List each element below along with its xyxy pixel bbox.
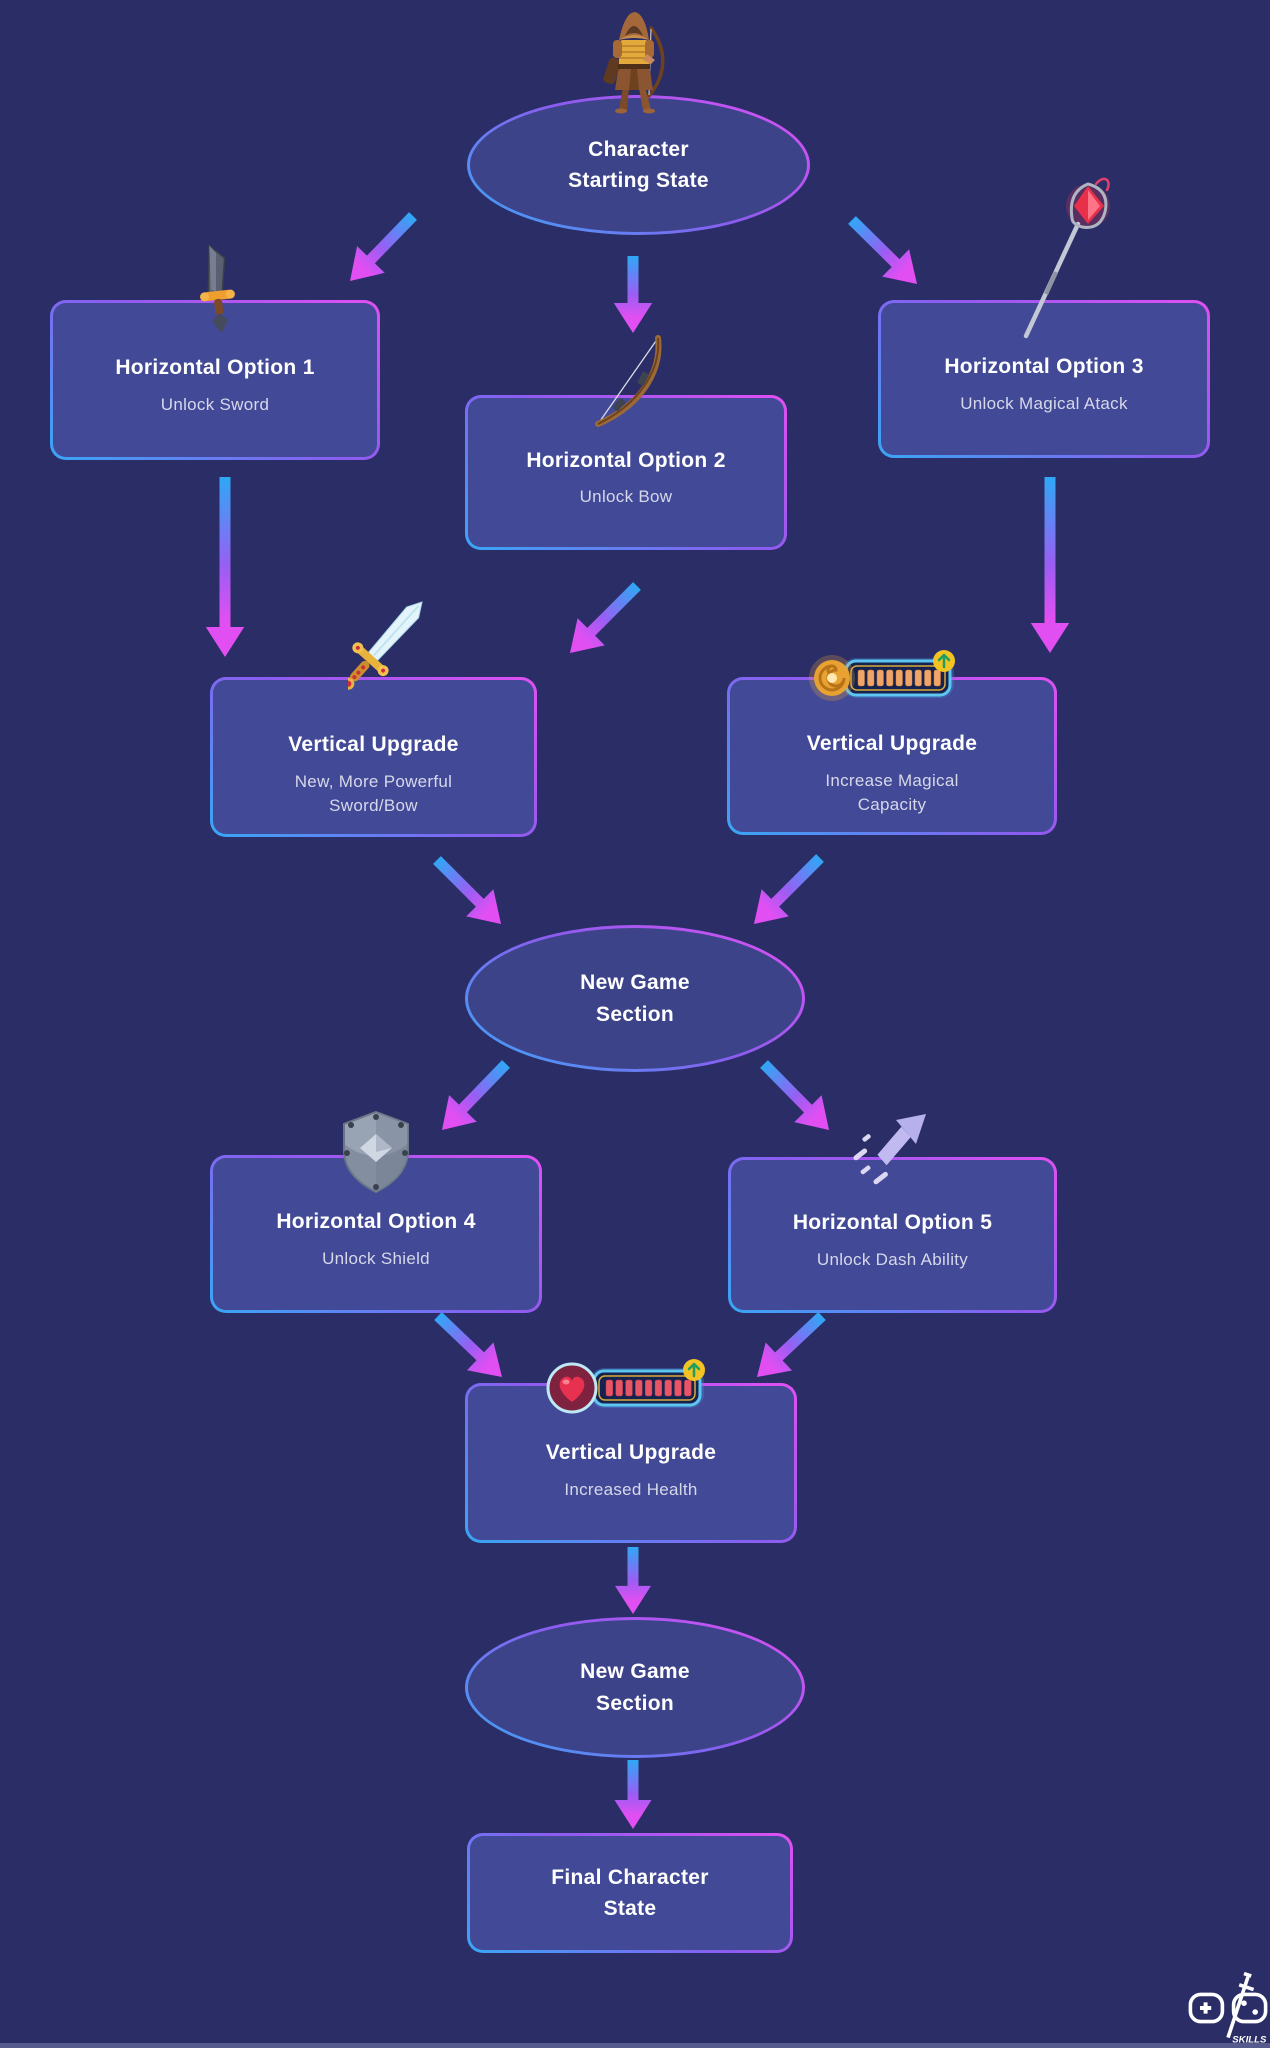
node-title: Horizontal Option 3	[944, 355, 1144, 379]
node-subtitle: Unlock Magical Atack	[960, 393, 1128, 413]
node-title: New Game Section	[580, 1660, 690, 1715]
node-subtitle: Unlock Bow	[579, 487, 673, 507]
node-horizontal-option-3: Horizontal Option 3 Unlock Magical Atack	[878, 300, 1210, 458]
node-title: Horizontal Option 5	[792, 1211, 993, 1235]
node-vertical-upgrade-magic: Vertical Upgrade Increase Magical Capaci…	[727, 677, 1057, 835]
node-horizontal-option-1: Horizontal Option 1 Unlock Sword	[50, 300, 380, 460]
node-subtitle: New, More Powerful Sword/Bow	[294, 771, 453, 816]
node-vertical-upgrade-health: Vertical Upgrade Increased Health	[465, 1383, 797, 1543]
node-subtitle: Unlock Shield	[322, 1248, 430, 1268]
node-title: Character Starting State	[568, 137, 709, 193]
node-subtitle: Increased Health	[564, 1479, 698, 1499]
node-horizontal-option-4: Horizontal Option 4 Unlock Shield	[210, 1155, 542, 1313]
node-title: Vertical Upgrade	[288, 733, 459, 757]
node-title: Final Character State	[551, 1865, 709, 1921]
node-subtitle: Increase Magical Capacity	[825, 770, 959, 815]
bottom-strip	[0, 2043, 1270, 2048]
node-title: Horizontal Option 1	[115, 356, 315, 380]
node-horizontal-option-2: Horizontal Option 2 Unlock Bow	[465, 395, 787, 550]
node-character-starting-state: Character Starting State	[467, 95, 810, 235]
node-new-game-section-2: New Game Section	[465, 1617, 805, 1758]
node-title: Horizontal Option 4	[276, 1210, 476, 1234]
node-title: Horizontal Option 2	[526, 448, 726, 472]
node-new-game-section-1: New Game Section	[465, 925, 805, 1072]
node-subtitle: Unlock Sword	[160, 394, 270, 414]
node-final-character-state: Final Character State	[467, 1833, 793, 1953]
node-vertical-upgrade-weapon: Vertical Upgrade New, More Powerful Swor…	[210, 677, 537, 837]
gd-skills-logo: SKILLS	[1188, 1972, 1268, 2044]
node-title: Vertical Upgrade	[545, 1441, 717, 1465]
node-subtitle: Unlock Dash Ability	[816, 1249, 969, 1269]
node-title: New Game Section	[580, 971, 690, 1026]
node-horizontal-option-5: Horizontal Option 5 Unlock Dash Ability	[728, 1157, 1057, 1313]
node-title: Vertical Upgrade	[806, 732, 978, 756]
